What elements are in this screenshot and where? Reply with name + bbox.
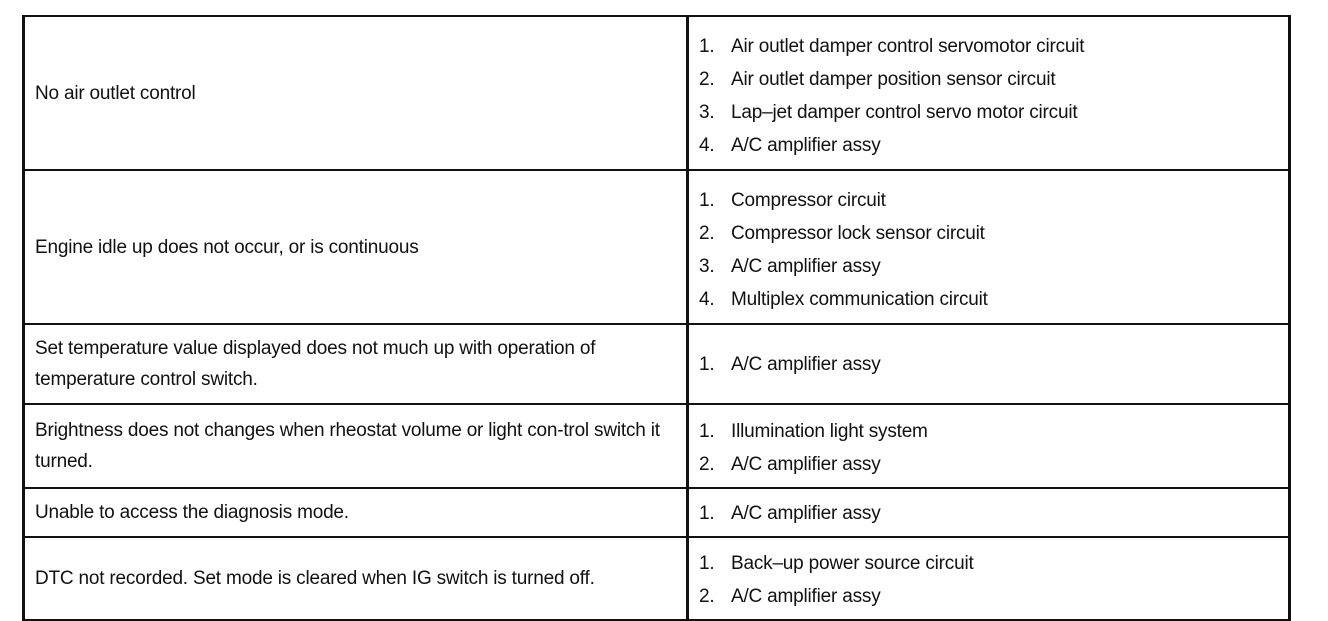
list-item: 2. A/C amplifier assy xyxy=(699,580,1288,613)
suspect-area-cell: 1. A/C amplifier assy xyxy=(687,323,1291,405)
symptom-cell: Unable to access the diagnosis mode. xyxy=(22,487,689,538)
item-number: 1. xyxy=(699,36,715,57)
list-item: 4. A/C amplifier assy xyxy=(699,129,1288,162)
item-number: 1. xyxy=(699,502,715,524)
list-item: 1. Compressor circuit xyxy=(699,184,1288,217)
item-text: A/C amplifier assy xyxy=(731,354,881,375)
item-text: A/C amplifier assy xyxy=(731,256,881,277)
suspect-area-list: 1. Back–up power source circuit 2. A/C amp… xyxy=(699,547,1288,613)
item-number: 2. xyxy=(699,586,715,607)
symptom-cell: Set temperature value displayed does not… xyxy=(22,323,689,405)
list-item: 1. Back–up power source circuit xyxy=(699,547,1288,580)
item-text: A/C amplifier assy xyxy=(731,135,881,156)
item-text: A/C amplifier assy xyxy=(731,502,881,524)
item-number: 1. xyxy=(699,553,715,574)
list-item: 4. Multiplex communication circuit xyxy=(699,283,1288,316)
item-number: 1. xyxy=(699,190,715,211)
item-number: 1. xyxy=(699,354,715,375)
item-text: Air outlet damper control servomotor cir… xyxy=(731,36,1085,57)
table-row: Unable to access the diagnosis mode. 1. A… xyxy=(22,487,1291,538)
suspect-area-cell: 1. A/C amplifier assy xyxy=(687,487,1291,538)
list-item: 2. Compressor lock sensor circuit xyxy=(699,217,1288,250)
item-number: 4. xyxy=(699,135,715,156)
item-text: Compressor lock sensor circuit xyxy=(731,223,985,244)
item-text: A/C amplifier assy xyxy=(731,586,881,607)
suspect-area-list: 1. Air outlet damper control servomotor c… xyxy=(699,30,1288,162)
list-item: 2. Air outlet damper position sensor circ… xyxy=(699,63,1288,96)
item-number: 3. xyxy=(699,256,715,277)
list-item: 3. Lap–jet damper control servo motor cir… xyxy=(699,96,1288,129)
list-item: 3. A/C amplifier assy xyxy=(699,250,1288,283)
suspect-area-cell: 1. Back–up power source circuit 2. A/C amp… xyxy=(687,536,1291,621)
item-number: 2. xyxy=(699,223,715,244)
item-text: Back–up power source circuit xyxy=(731,553,974,574)
table-row: Engine idle up does not occur, or is con… xyxy=(22,169,1291,325)
item-text: Illumination light system xyxy=(731,420,928,442)
trouble-symptom-table: No air outlet control 1. Air outlet dampe… xyxy=(22,15,1291,621)
suspect-area-list: 1. Compressor circuit 2. Compressor lock s… xyxy=(699,184,1288,316)
table-row: No air outlet control 1. Air outlet dampe… xyxy=(22,15,1291,171)
trouble-symptom-table-container: No air outlet control 1. Air outlet dampe… xyxy=(22,15,1291,621)
item-number: 4. xyxy=(699,289,715,310)
symptom-cell: Brightness does not changes when rheosta… xyxy=(22,403,689,489)
table-row: DTC not recorded. Set mode is cleared wh… xyxy=(22,536,1291,621)
symptom-cell: Engine idle up does not occur, or is con… xyxy=(22,169,689,325)
item-text: Air outlet damper position sensor circui… xyxy=(731,69,1056,90)
list-item: 1. Illumination light system xyxy=(699,415,1288,448)
suspect-area-list: 1. A/C amplifier assy xyxy=(699,497,1288,530)
item-text: A/C amplifier assy xyxy=(731,453,881,475)
item-text: Compressor circuit xyxy=(731,190,886,211)
symptom-cell: DTC not recorded. Set mode is cleared wh… xyxy=(22,536,689,621)
list-item: 1. A/C amplifier assy xyxy=(699,348,1288,381)
item-text: Lap–jet damper control servo motor circu… xyxy=(731,102,1078,123)
item-number: 2. xyxy=(699,453,715,475)
item-number: 3. xyxy=(699,102,715,123)
table-row: Set temperature value displayed does not… xyxy=(22,323,1291,405)
suspect-area-cell: 1. Compressor circuit 2. Compressor lock s… xyxy=(687,169,1291,325)
list-item: 1. A/C amplifier assy xyxy=(699,497,1288,530)
symptom-cell: No air outlet control xyxy=(22,15,689,171)
item-text: Multiplex communication circuit xyxy=(731,289,988,310)
list-item: 2. A/C amplifier assy xyxy=(699,448,1288,481)
suspect-area-cell: 1. Illumination light system 2. A/C amplif… xyxy=(687,403,1291,489)
suspect-area-list: 1. A/C amplifier assy xyxy=(699,348,1288,381)
suspect-area-cell: 1. Air outlet damper control servomotor c… xyxy=(687,15,1291,171)
list-item: 1. Air outlet damper control servomotor c… xyxy=(699,30,1288,63)
item-number: 1. xyxy=(699,420,715,442)
table-row: Brightness does not changes when rheosta… xyxy=(22,403,1291,489)
item-number: 2. xyxy=(699,69,715,90)
suspect-area-list: 1. Illumination light system 2. A/C amplif… xyxy=(699,415,1288,481)
